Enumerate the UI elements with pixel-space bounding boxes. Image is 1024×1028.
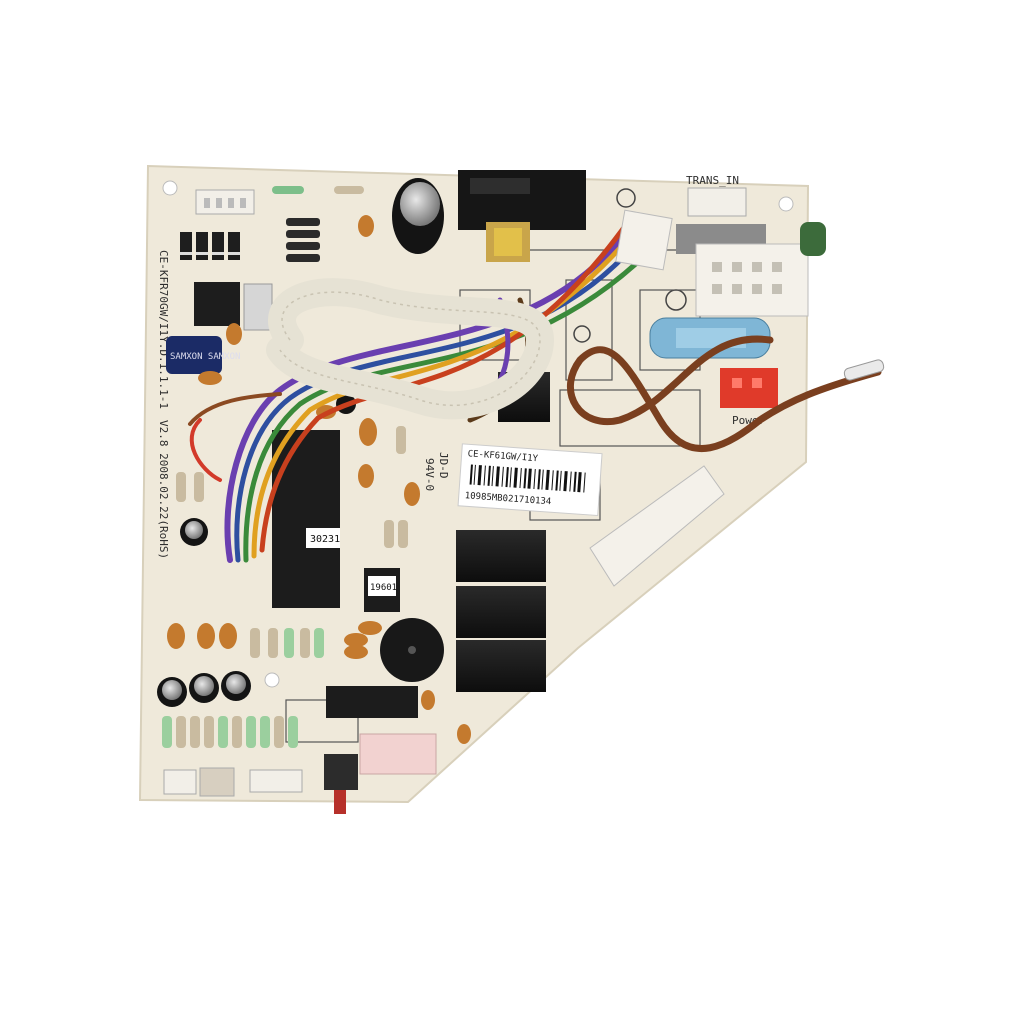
varistor: [800, 222, 826, 256]
ul-rating: 94V-0: [423, 458, 436, 491]
voltage-regulator: [194, 282, 240, 326]
voltage-regulator: [243, 283, 273, 331]
resistor: [334, 186, 364, 194]
mounting-hole: [162, 180, 178, 196]
ceramic-capacitors: [167, 215, 471, 744]
diode-array: [180, 232, 240, 260]
mcu-tag: [306, 528, 340, 548]
driver-ic: [326, 686, 418, 718]
small-ic-tag-text: 19601: [370, 583, 397, 593]
trans-in-label: TRANS_IN: [686, 174, 739, 187]
connector-white-large: [695, 243, 809, 317]
reset-switch: [324, 754, 358, 790]
mcu-tag-text: 30231: [310, 534, 340, 545]
resistor: [272, 186, 304, 194]
electrolytic-capacitors: [157, 394, 356, 707]
mounting-hole: [616, 188, 636, 208]
samxon-capacitor: [166, 336, 222, 374]
connector-bottom: [249, 769, 303, 793]
version-date-label: V2.8 2008.02.22(RoHS): [157, 420, 170, 559]
capacitor-brand-label: SAMXON SAMXON: [170, 352, 240, 362]
mounting-hole: [778, 196, 794, 212]
board-model-label: CE-KFR70GW/I1Y.D.1.1.1-1: [157, 250, 170, 409]
mounting-hole: [573, 325, 591, 343]
connector-side: [589, 465, 725, 587]
resistor-array-top: [286, 218, 320, 262]
sticker-barcode: [469, 464, 586, 493]
reset-switch-button: [334, 790, 346, 814]
maker-mark: JD-D: [437, 452, 450, 479]
connector-trans-in: [687, 187, 747, 217]
microcontroller: [272, 430, 340, 608]
resistor-row: [162, 426, 408, 748]
sticker-model: CE-KF61GW/I1Y: [467, 449, 539, 464]
mounting-hole: [264, 672, 280, 688]
power-connector: [720, 368, 778, 408]
connector-bottom: [163, 769, 197, 795]
connector-display: [359, 733, 437, 775]
sensor-wire: [567, 335, 882, 452]
harness-connector: [615, 209, 673, 271]
sensor-probe: [843, 359, 885, 381]
connector-bottom: [199, 767, 235, 797]
